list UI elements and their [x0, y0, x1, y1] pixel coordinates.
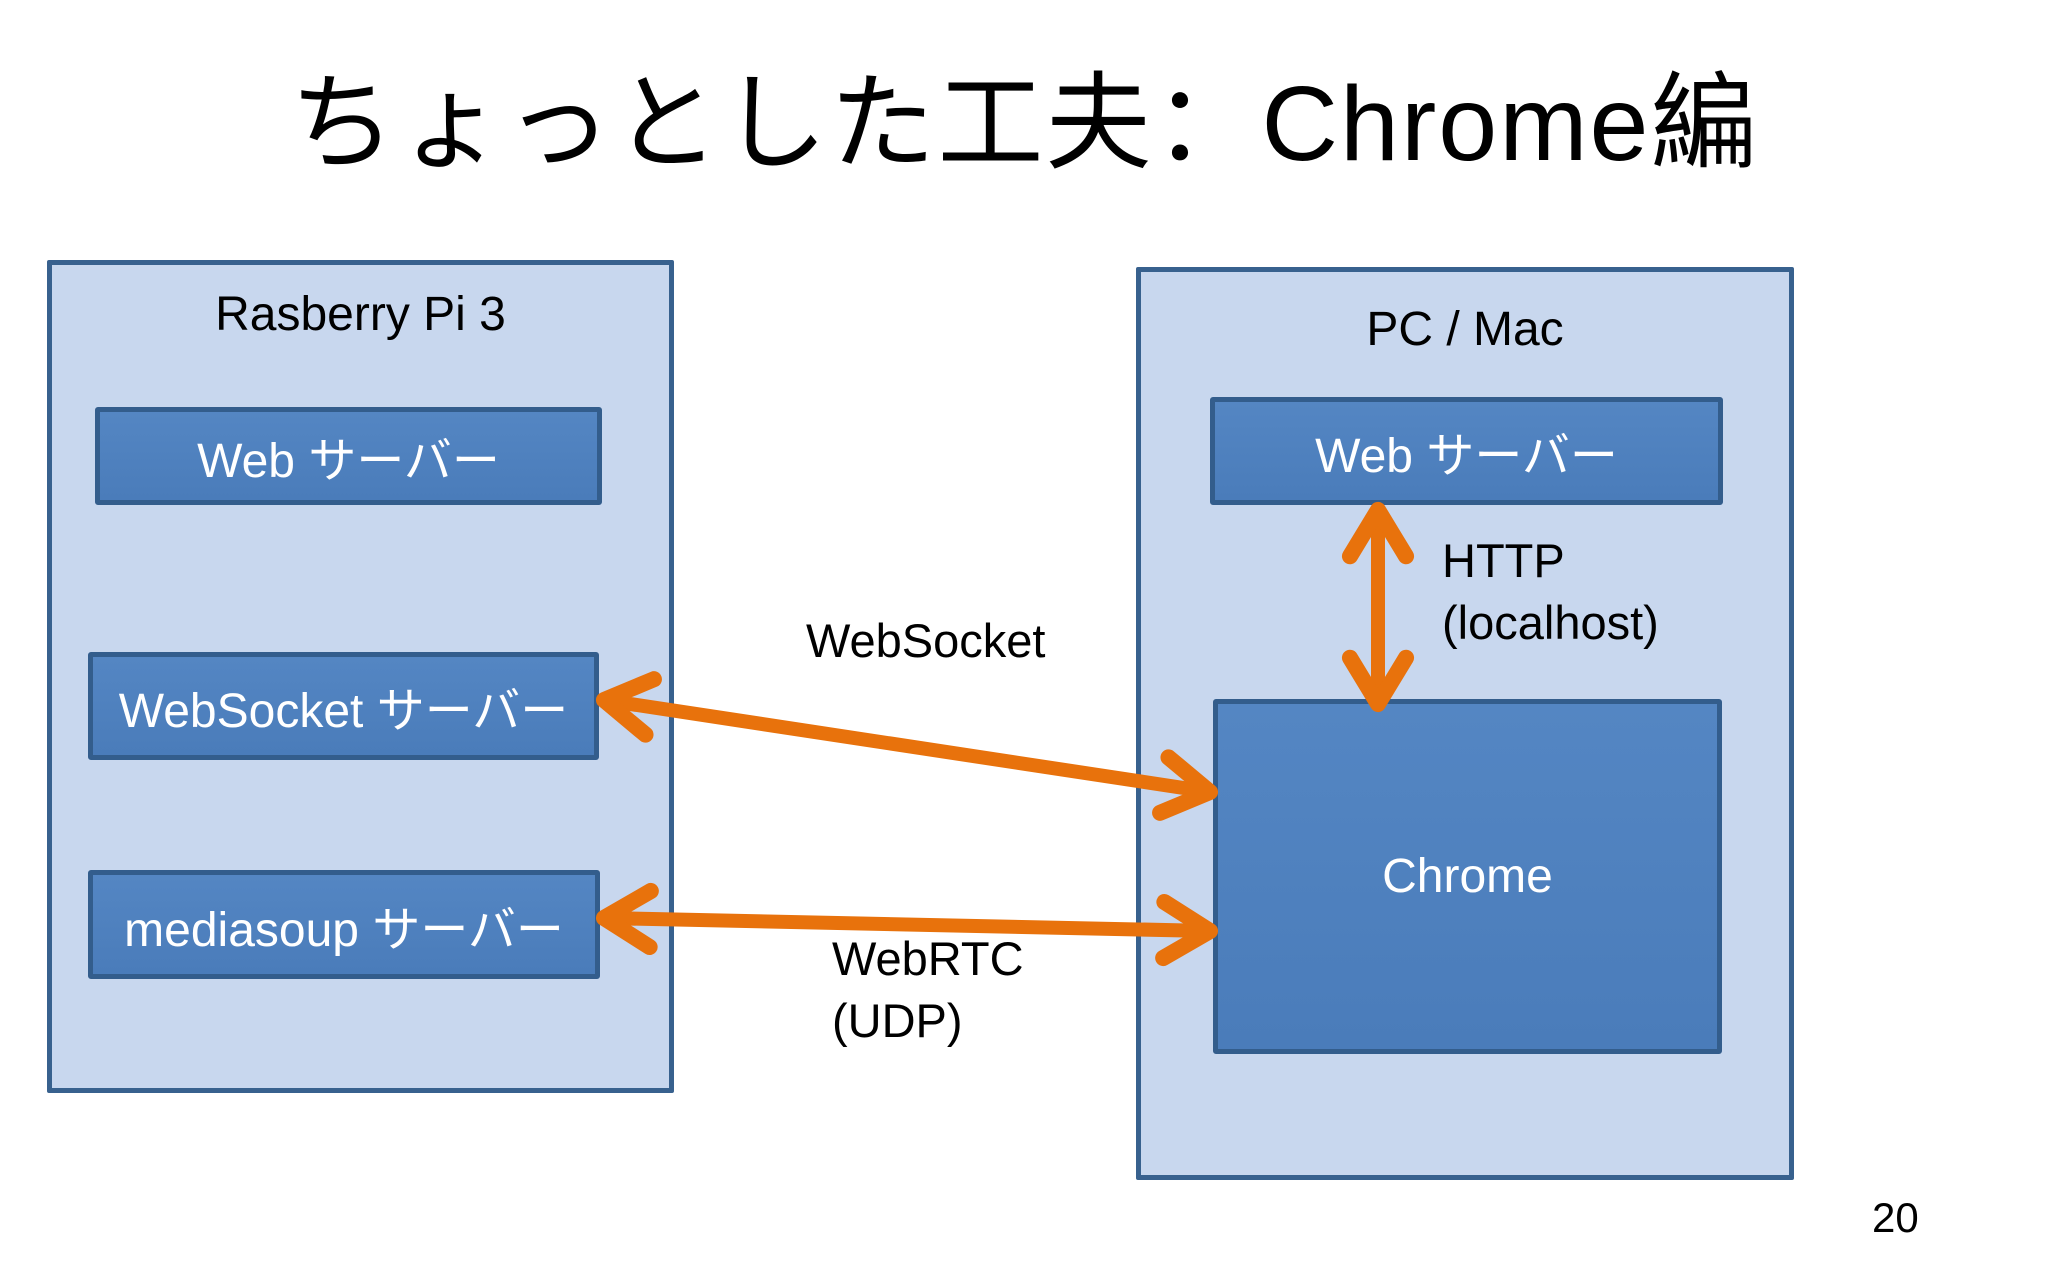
chrome-box: Chrome	[1213, 699, 1722, 1054]
websocket-server-box: WebSocket サーバー	[88, 652, 599, 760]
webrtc-arrow-label: WebRTC (UDP)	[832, 928, 1024, 1052]
web-server-box-pi: Web サーバー	[95, 407, 602, 505]
page-number: 20	[1872, 1194, 1919, 1241]
webrtc-arrow-label-line2: (UDP)	[832, 994, 963, 1048]
mediasoup-server-box-label: mediasoup サーバー	[124, 903, 564, 957]
websocket-arrow-label: WebSocket	[806, 614, 1046, 667]
http-arrow-label-line2: (localhost)	[1442, 596, 1659, 650]
websocket-arrow	[595, 671, 1219, 821]
webrtc-arrow-label-line1: WebRTC	[832, 932, 1024, 985]
http-arrow-label-line1: HTTP	[1442, 534, 1565, 587]
chrome-box-label: Chrome	[1382, 850, 1553, 903]
raspberry-pi-panel-label: Rasberry Pi 3	[215, 288, 506, 341]
slide-title: ちょっとした工夫：Chrome編	[289, 65, 1759, 183]
raspberry-pi-panel: Rasberry Pi 3 Web サーバー WebSocket サーバー me…	[47, 260, 674, 1093]
web-server-box-pc-label: Web サーバー	[1315, 430, 1618, 483]
web-server-box-pc: Web サーバー	[1210, 397, 1723, 505]
web-server-box-pi-label: Web サーバー	[197, 435, 500, 488]
pc-mac-panel: PC / Mac Web サーバー Chrome	[1136, 267, 1794, 1180]
mediasoup-server-box: mediasoup サーバー	[88, 870, 600, 979]
pc-mac-panel-label: PC / Mac	[1366, 303, 1564, 356]
http-arrow-label: HTTP (localhost)	[1442, 530, 1659, 654]
websocket-server-box-label: WebSocket サーバー	[118, 685, 569, 738]
